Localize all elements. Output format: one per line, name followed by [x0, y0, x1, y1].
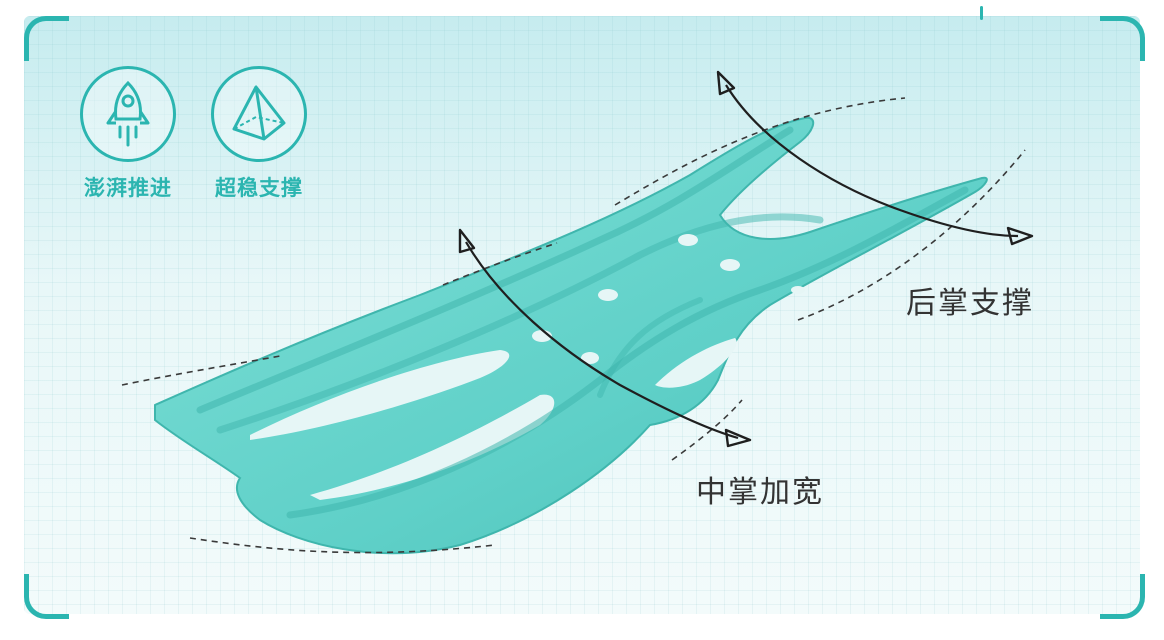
feature-label: 澎湃推进	[84, 176, 172, 200]
plate-ridge	[286, 186, 969, 519]
rocket-icon	[80, 66, 176, 162]
feature-label: 超稳支撑	[215, 176, 303, 200]
dashed-line	[121, 355, 281, 386]
arrow-head-icon	[458, 228, 476, 254]
plate-cutout-forefoot	[250, 350, 510, 440]
plate-hole	[678, 234, 698, 246]
mid-support-arrow	[465, 241, 739, 440]
plate-ridge	[597, 297, 703, 398]
arrow-head-icon	[724, 428, 752, 448]
corner-bracket-top-left	[24, 16, 69, 61]
plate-cutout-midfoot	[310, 394, 555, 500]
dashed-line	[442, 242, 558, 286]
top-edge-tick	[980, 6, 983, 20]
plate-body	[154, 116, 988, 555]
corner-bracket-bottom-left	[24, 574, 69, 619]
corner-bracket-bottom-right	[1100, 574, 1145, 619]
plate-hole	[598, 289, 618, 301]
plate-cutout-arch	[655, 338, 737, 388]
arrow-heads	[458, 70, 1034, 448]
corner-bracket-top-right	[1100, 16, 1145, 61]
support-arrows	[465, 84, 1019, 440]
dashed-contour-lines	[121, 97, 1026, 554]
mid-widening-label: 中掌加宽	[696, 475, 824, 510]
dashed-line	[614, 97, 906, 206]
arrow-head-icon	[1006, 226, 1034, 246]
rear-support-label: 后掌支撑	[906, 286, 1034, 321]
feature-propulsion: 澎湃推进	[73, 66, 183, 202]
arrow-head-icon	[716, 70, 736, 96]
rear-support-arrow	[725, 84, 1019, 238]
plate-hole	[581, 352, 599, 364]
dashed-line	[189, 537, 496, 554]
dashed-line	[671, 399, 743, 461]
pyramid-icon	[211, 66, 307, 162]
feature-stability: 超稳支撑	[204, 66, 314, 202]
plate-ridge	[196, 126, 794, 414]
plate-hole	[720, 259, 740, 271]
dashed-line	[797, 149, 1026, 321]
plate-hole	[791, 286, 805, 294]
plate-ridge	[216, 213, 824, 434]
